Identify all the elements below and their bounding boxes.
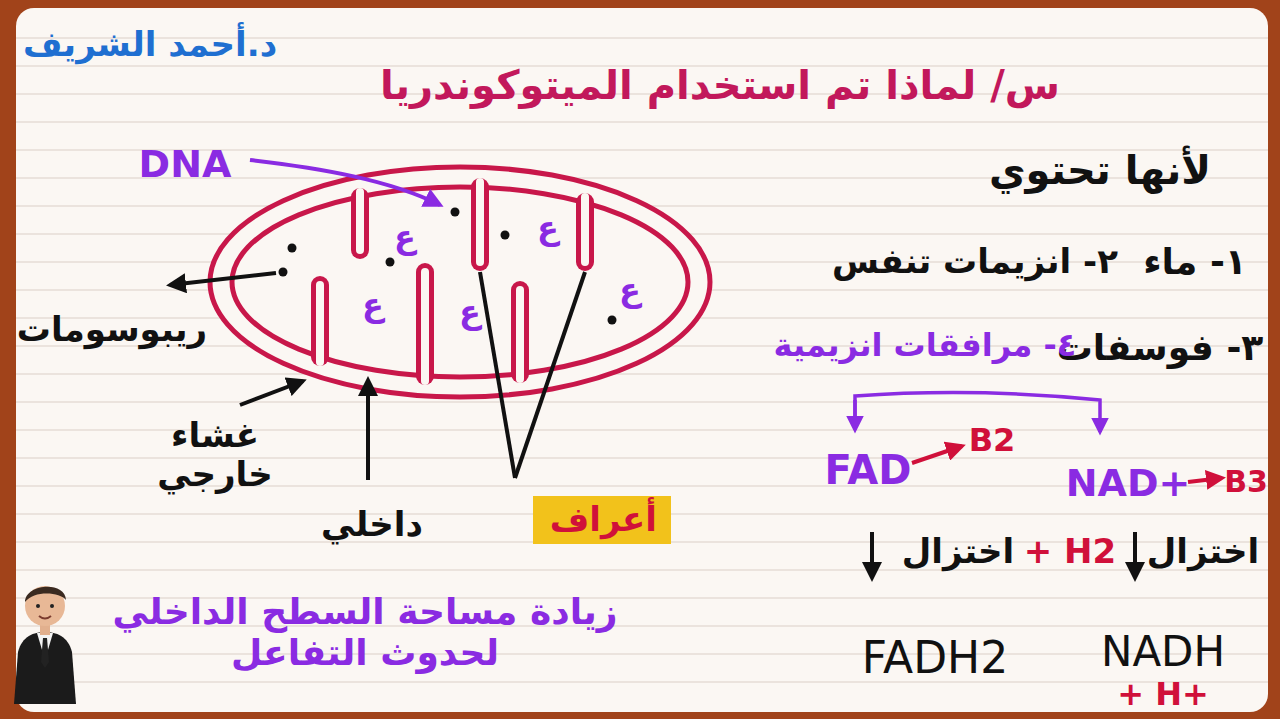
ruled-lines	[16, 38, 1268, 682]
enzyme-mark: ع	[537, 210, 559, 247]
list-item: ٣- فوسفات	[1057, 327, 1264, 368]
part-label: ريبوسومات	[17, 310, 207, 349]
product-name: FADH2	[862, 633, 1008, 684]
coenzyme-name: NAD+	[1066, 462, 1191, 506]
vitamin-name: B2	[969, 422, 1016, 459]
product-name: NADH	[1101, 628, 1225, 676]
vitamin-arrow	[1188, 478, 1222, 482]
logo-text: د.أحمد الشريف	[23, 25, 277, 64]
cristae-leader	[480, 272, 515, 478]
enzyme-mark: ع	[459, 294, 481, 331]
part-label: DNA	[139, 143, 232, 187]
vitamin-name: B3	[1224, 465, 1268, 500]
list-item: ٤- مرافقات انزيمية	[774, 327, 1077, 364]
cristae-leader	[515, 272, 585, 478]
title: س/ لماذا تم استخدام الميتوكوندريا	[380, 62, 1060, 108]
presenter-figure	[14, 586, 76, 704]
enzyme-mark: ع	[394, 219, 416, 256]
outer-membrane-leader	[240, 381, 303, 405]
part-label: داخلي	[321, 505, 423, 544]
inner-membrane	[232, 187, 688, 377]
cristae-space	[320, 182, 585, 381]
reaction-label: اختزال	[902, 532, 1014, 571]
mitochondrion	[210, 167, 710, 397]
dots	[279, 208, 617, 325]
list-item: ٢- انزيمات تنفس	[832, 242, 1118, 281]
outer-membrane	[210, 167, 710, 397]
vitamin-arrow	[912, 446, 962, 463]
ribosome-leader	[170, 273, 276, 285]
highlight-box: أعراف	[533, 496, 671, 544]
reduction-arrow	[870, 532, 874, 578]
dna-leader	[250, 160, 440, 205]
enzyme-mark: ع	[362, 287, 384, 324]
coenzyme-name: FAD	[825, 447, 912, 493]
note-text: زيادة مساحة السطح الداخلي لحدوث التفاعل	[105, 591, 625, 674]
reduction-arrow	[1133, 532, 1137, 578]
bracket-arrow	[853, 400, 857, 430]
box-text: أعراف	[547, 500, 657, 539]
reaction-label: اختزال	[1147, 532, 1259, 571]
intro-text: لأنها تحتوي	[989, 147, 1211, 193]
cristae	[320, 187, 585, 376]
inner-membrane-leader	[366, 380, 370, 480]
product-name: + H+	[1117, 676, 1209, 713]
paper	[16, 8, 1268, 712]
part-label: غشاء خارجي	[150, 416, 280, 494]
list-item: ١- ماء	[1143, 241, 1247, 282]
reaction-label: + H2	[1024, 532, 1116, 571]
enzyme-mark: ع	[619, 272, 641, 309]
